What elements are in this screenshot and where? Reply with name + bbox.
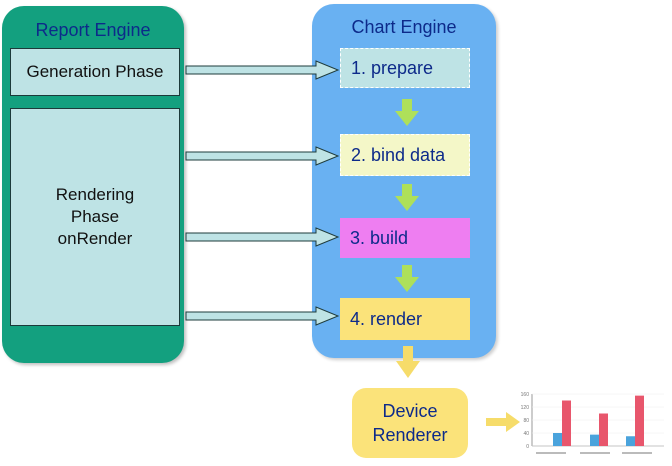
mini-chart-x-label-1 bbox=[536, 452, 566, 454]
mini-chart-y-tick: 80 bbox=[523, 418, 529, 424]
arrow-generation-to-prepare bbox=[185, 60, 340, 80]
arrow-rendering-to-render bbox=[185, 306, 340, 326]
arrow-rendering-to-bind bbox=[185, 146, 340, 166]
mini-chart-bar bbox=[562, 400, 571, 446]
rendering-phase-box: Rendering Phase onRender bbox=[10, 108, 180, 326]
mini-chart-bar bbox=[553, 433, 562, 446]
mini-chart-bar bbox=[599, 413, 608, 446]
mini-chart-bar bbox=[590, 434, 599, 446]
step-bind-data: 2. bind data bbox=[340, 134, 470, 176]
step-render: 4. render bbox=[340, 298, 470, 340]
device-renderer-line-1: Device bbox=[382, 401, 438, 421]
step-build: 3. build bbox=[340, 218, 470, 258]
mini-chart-y-tick: 0 bbox=[526, 444, 529, 450]
step-prepare: 1. prepare bbox=[340, 48, 470, 88]
mini-chart-bar bbox=[635, 395, 644, 446]
mini-chart-y-tick: 160 bbox=[521, 392, 530, 398]
rendering-phase-line-1: Rendering bbox=[55, 185, 135, 204]
mini-chart-y-tick: 40 bbox=[523, 431, 529, 437]
mini-chart-y-tick: 120 bbox=[521, 405, 530, 411]
chart-engine-title: Chart Engine bbox=[351, 17, 457, 37]
rendering-phase-line-3: onRender bbox=[57, 229, 133, 248]
mini-chart-x-label-2 bbox=[580, 452, 610, 454]
mini-chart-bar bbox=[626, 436, 635, 446]
mini-chart-x-label-3 bbox=[622, 452, 652, 454]
arrow-device-to-output bbox=[486, 412, 520, 432]
step-prepare-label: 1. prepare bbox=[351, 57, 434, 78]
step-bind-data-label: 2. bind data bbox=[351, 144, 446, 165]
step-render-label: 4. render bbox=[350, 308, 423, 329]
report-engine-title: Report Engine bbox=[35, 20, 151, 40]
rendering-phase-line-2: Phase bbox=[70, 207, 120, 226]
arrow-rendering-to-build bbox=[185, 227, 340, 247]
arrow-down-bind-to-build bbox=[395, 184, 419, 211]
output-mini-chart: 160 120 80 40 0 bbox=[521, 392, 664, 454]
device-renderer-box: Device Renderer bbox=[352, 388, 468, 458]
generation-phase-label: Generation Phase bbox=[26, 62, 164, 81]
device-renderer-line-2: Renderer bbox=[372, 425, 448, 445]
step-build-label: 3. build bbox=[350, 227, 409, 248]
arrow-down-prepare-to-bind bbox=[395, 99, 419, 126]
generation-phase-box: Generation Phase bbox=[10, 48, 180, 96]
arrow-down-render-to-device bbox=[396, 346, 420, 378]
arrow-down-build-to-render bbox=[395, 265, 419, 292]
